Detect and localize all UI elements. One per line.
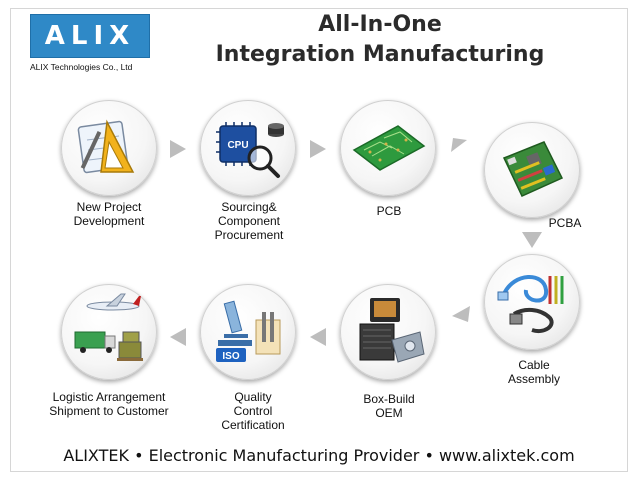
plane-truck-icon (61, 284, 157, 380)
company-name: ALIX Technologies Co., Ltd (30, 62, 170, 72)
step-pcba-label: PCBA (540, 216, 590, 230)
airplane-icon (87, 294, 141, 310)
step-new-project-label: New Project Development (54, 200, 164, 228)
arrow-left-icon (168, 326, 188, 348)
arrow-right-icon (308, 138, 328, 160)
step-cable-node (484, 254, 580, 350)
label-line: Control (200, 404, 306, 418)
step-pcb-label: PCB (354, 204, 424, 218)
truck-icon (75, 332, 115, 353)
iso-text: ISO (222, 351, 239, 362)
label-line: Component (194, 214, 304, 228)
label-line: Logistic Arrangement (34, 390, 184, 404)
label-line: Box-Build (354, 392, 424, 406)
label-line: New Project (54, 200, 164, 214)
label-line: Shipment to Customer (34, 404, 184, 418)
microscope-iso-icon: ISO (200, 284, 296, 380)
step-pcb-node (340, 100, 436, 196)
page-title-line2: Integration Manufacturing (170, 42, 590, 67)
step-pcba-node (484, 122, 580, 218)
alix-logo: ALIX (30, 14, 150, 58)
motherboard-icon (484, 122, 580, 218)
design-tools-icon (61, 100, 157, 196)
step-quality-label: Quality Control Certification (200, 390, 306, 432)
label-line: Procurement (194, 228, 304, 242)
label-line: Sourcing& (194, 200, 304, 214)
logo-text: ALIX (45, 21, 135, 51)
cpu-text: CPU (227, 140, 248, 151)
label-line: PCB (354, 204, 424, 218)
step-new-project-node (61, 100, 157, 196)
step-sourcing-label: Sourcing& Component Procurement (194, 200, 304, 242)
cpu-magnifier-icon: CPU (200, 100, 296, 196)
step-logistics-node (61, 284, 157, 380)
label-line: Certification (200, 418, 306, 432)
pcb-board-icon (340, 100, 436, 196)
step-cable-label: Cable Assembly (494, 358, 574, 386)
label-line: Assembly (494, 372, 574, 386)
step-sourcing-node: CPU (200, 100, 296, 196)
footer-tagline: ALIXTEK • Electronic Manufacturing Provi… (10, 446, 628, 465)
arrow-right-icon (168, 138, 188, 160)
pallet-icon (117, 332, 143, 361)
arrow-left-icon (308, 326, 328, 348)
label-line: Development (54, 214, 164, 228)
step-box-build-label: Box-Build OEM (354, 392, 424, 420)
label-line: OEM (354, 406, 424, 420)
arrow-down-icon (520, 230, 544, 250)
page-title-line1: All-In-One (170, 12, 590, 37)
step-box-build-node (340, 284, 436, 380)
label-line: PCBA (540, 216, 590, 230)
arrow-left-icon (450, 302, 472, 324)
step-quality-node: ISO (200, 284, 296, 380)
step-logistics-label: Logistic Arrangement Shipment to Custome… (34, 390, 184, 418)
label-line: Quality (200, 390, 306, 404)
cables-icon (484, 254, 580, 350)
electronic-boxes-icon (340, 284, 436, 380)
label-line: Cable (494, 358, 574, 372)
arrow-up-right-icon (447, 132, 471, 156)
